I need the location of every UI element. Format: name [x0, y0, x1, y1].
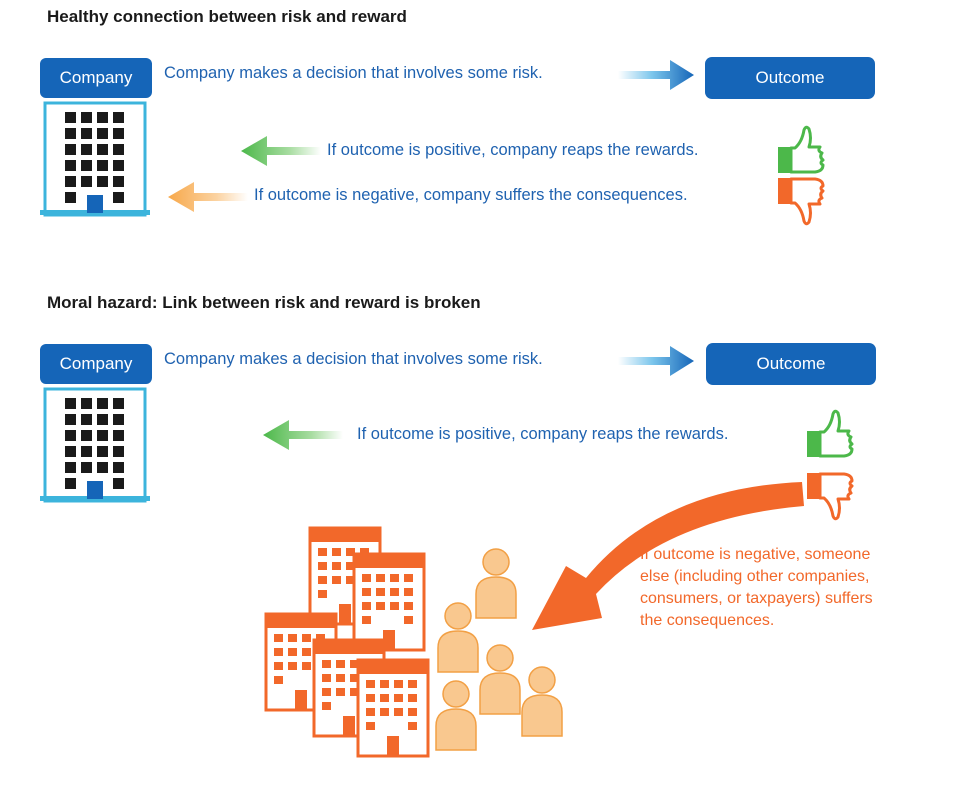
- arrow-right-icon: [618, 346, 694, 376]
- negative-text: If outcome is negative, company suffers …: [254, 186, 688, 204]
- arrow-right-icon: [618, 60, 694, 90]
- arrow-left-orange-icon: [168, 182, 248, 212]
- positive-text: If outcome is positive, company reaps th…: [357, 425, 729, 443]
- section-title-moral-hazard: Moral hazard: Link between risk and rewa…: [47, 293, 481, 312]
- other-companies-icon: [264, 526, 430, 758]
- negative-consequences-text: If outcome is negative, someone else (in…: [640, 544, 940, 632]
- thumbs-up-icon: [806, 409, 854, 458]
- text-line: else (including other companies,: [640, 568, 870, 585]
- decision-text: Company makes a decision that involves s…: [164, 64, 543, 82]
- curved-arrow-icon: [532, 482, 804, 630]
- outcome-box: Outcome: [705, 57, 875, 99]
- section-title-healthy: Healthy connection between risk and rewa…: [47, 7, 407, 26]
- arrow-left-green-icon: [241, 136, 321, 166]
- text-line: consumers, or taxpayers) suffers: [640, 590, 873, 607]
- thumbs-down-icon: [806, 472, 854, 521]
- outcome-box: Outcome: [706, 343, 876, 385]
- company-label: Company: [40, 344, 152, 384]
- building-icon: [38, 101, 152, 217]
- thumbs-up-icon: [777, 125, 825, 174]
- thumbs-down-icon: [777, 177, 825, 226]
- text-line: the consequences.: [640, 612, 775, 629]
- company-label: Company: [40, 58, 152, 98]
- building-icon: [38, 387, 152, 503]
- decision-text: Company makes a decision that involves s…: [164, 350, 543, 368]
- text-line: If outcome is negative, someone: [640, 546, 871, 563]
- arrow-left-green-icon: [263, 420, 343, 450]
- positive-text: If outcome is positive, company reaps th…: [327, 141, 699, 159]
- people-icon: [435, 548, 563, 751]
